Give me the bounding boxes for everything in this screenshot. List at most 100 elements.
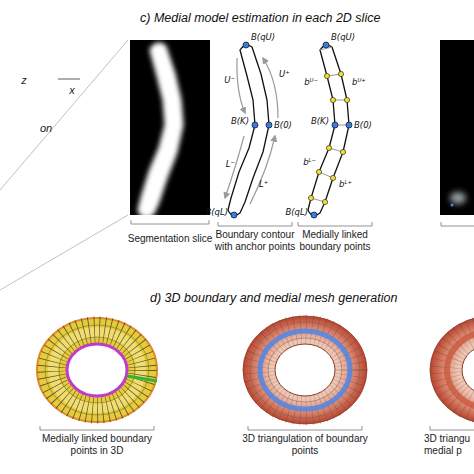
mesh-ring	[250, 322, 360, 418]
point-label: bᴸ⁺	[339, 179, 352, 189]
mesh-ring	[45, 325, 149, 415]
anchor-point	[332, 122, 338, 128]
caption-bracket	[218, 222, 292, 226]
direction-arrow	[250, 136, 275, 204]
medial-line	[127, 376, 157, 381]
mesh-panel: 3D triangumedial p	[424, 318, 474, 424]
medial-image	[440, 40, 474, 215]
point-label: bᵁ⁺	[352, 77, 366, 87]
mesh-outer	[243, 316, 367, 424]
boundary-point	[324, 73, 329, 78]
boundary-point	[326, 145, 331, 150]
mesh-band	[53, 332, 141, 408]
panel-caption: 3D triangu	[424, 433, 474, 445]
arc-label: U⁻	[224, 75, 235, 85]
section-heading: d) 3D boundary and medial mesh generatio…	[150, 291, 397, 305]
caption-bracket	[131, 220, 209, 224]
panel-caption: Medially linked boundary points	[287, 229, 383, 253]
caption-block: 3D triangumedial p	[424, 433, 474, 457]
boundary-point	[316, 169, 321, 174]
mesh-spokes	[52, 331, 142, 409]
caption-bracket	[40, 426, 154, 430]
mesh-spokes	[446, 330, 474, 410]
mesh-hole	[67, 344, 127, 396]
boundary-point	[338, 71, 343, 76]
anchor-point	[266, 122, 272, 128]
medial-band	[447, 331, 474, 409]
mesh-hole	[462, 344, 474, 396]
anchor-label: B(qU)	[331, 32, 355, 42]
boundary-contour	[308, 45, 349, 215]
anchor-point	[243, 42, 249, 48]
direction-arrow	[225, 136, 244, 198]
anchor-label: B(qU)	[251, 32, 275, 42]
fraction-bar	[58, 79, 80, 80]
axis-label: x	[69, 84, 75, 96]
panel-caption: Segmentation slice	[120, 233, 220, 245]
panel-caption: Boundary contour with anchor points	[207, 229, 303, 253]
direction-arrow	[237, 58, 245, 113]
panel-caption: medial p	[424, 445, 474, 457]
boundary-point	[330, 97, 335, 102]
caption-bracket	[430, 426, 474, 430]
image-panel: Segmentation slice	[130, 40, 210, 215]
boundary-point	[308, 195, 313, 200]
caption-brackets	[131, 220, 474, 226]
boundary-contour	[228, 45, 269, 215]
anchor-point	[346, 122, 352, 128]
axis-label: z	[21, 74, 27, 86]
zoom-line	[0, 215, 128, 290]
anchor-points	[311, 42, 352, 218]
boundary-mesh	[37, 318, 157, 422]
caption-bracket	[441, 222, 474, 226]
mesh-ring	[268, 338, 342, 402]
caption-block: 3D triangulation of boundary points	[240, 433, 370, 457]
zoom-line	[0, 40, 128, 190]
mesh-panel: 3D triangulation of boundary points	[243, 318, 367, 424]
mesh-panel: Medially linked boundary points in 3D	[35, 318, 159, 424]
anchor-label: B(0)	[354, 120, 372, 130]
mesh-ring	[59, 337, 135, 403]
section-heading: c) Medial model estimation in each 2D sl…	[140, 11, 380, 25]
segmentation-blob	[140, 45, 181, 215]
segmentation-shape	[140, 45, 181, 215]
anchor-point	[323, 42, 329, 48]
boundary-point	[330, 175, 335, 180]
boundary-point	[344, 97, 349, 102]
boundary-point	[340, 149, 345, 154]
anchor-point	[231, 212, 237, 218]
caption-block: Boundary contour with anchor points	[207, 229, 303, 253]
arc-label: L⁺	[259, 179, 268, 189]
medial-band	[260, 331, 350, 409]
panel-caption: Medially linked boundary points in 3D	[32, 433, 162, 457]
caption-bracket	[298, 222, 372, 226]
mesh-spokes	[259, 330, 351, 410]
anchor-label: B(qL)	[205, 207, 228, 217]
segmentation-image	[130, 40, 210, 215]
image-dot	[451, 204, 454, 207]
caption-block: Segmentation slice	[120, 233, 220, 245]
boundary-point	[322, 199, 327, 204]
mesh-outer	[37, 318, 157, 422]
anchor-label: B(K)	[311, 116, 329, 126]
anchor-points	[231, 42, 272, 218]
caption-block: Medially linked boundary points	[287, 229, 383, 253]
direction-arrow	[263, 58, 278, 118]
caption-block: Medially linked boundary points in 3D	[32, 433, 162, 457]
image-blob	[450, 192, 466, 204]
anchor-point	[252, 122, 258, 128]
point-label: bᵁ⁻	[304, 77, 318, 87]
mesh-hole	[275, 344, 335, 396]
mesh-outer	[430, 316, 474, 424]
anchor-label: B(K)	[231, 116, 249, 126]
anchor-label: B(qL)	[285, 207, 308, 217]
triangulated-mesh	[243, 316, 367, 424]
anchor-label: B(0)	[274, 120, 292, 130]
caption-bracket	[248, 426, 362, 430]
medial-mesh	[430, 316, 474, 424]
arc-label: L⁻	[226, 159, 235, 169]
cut-text: on	[40, 122, 52, 134]
arc-label: U⁺	[279, 69, 290, 79]
point-label: bᴸ⁻	[303, 157, 316, 167]
